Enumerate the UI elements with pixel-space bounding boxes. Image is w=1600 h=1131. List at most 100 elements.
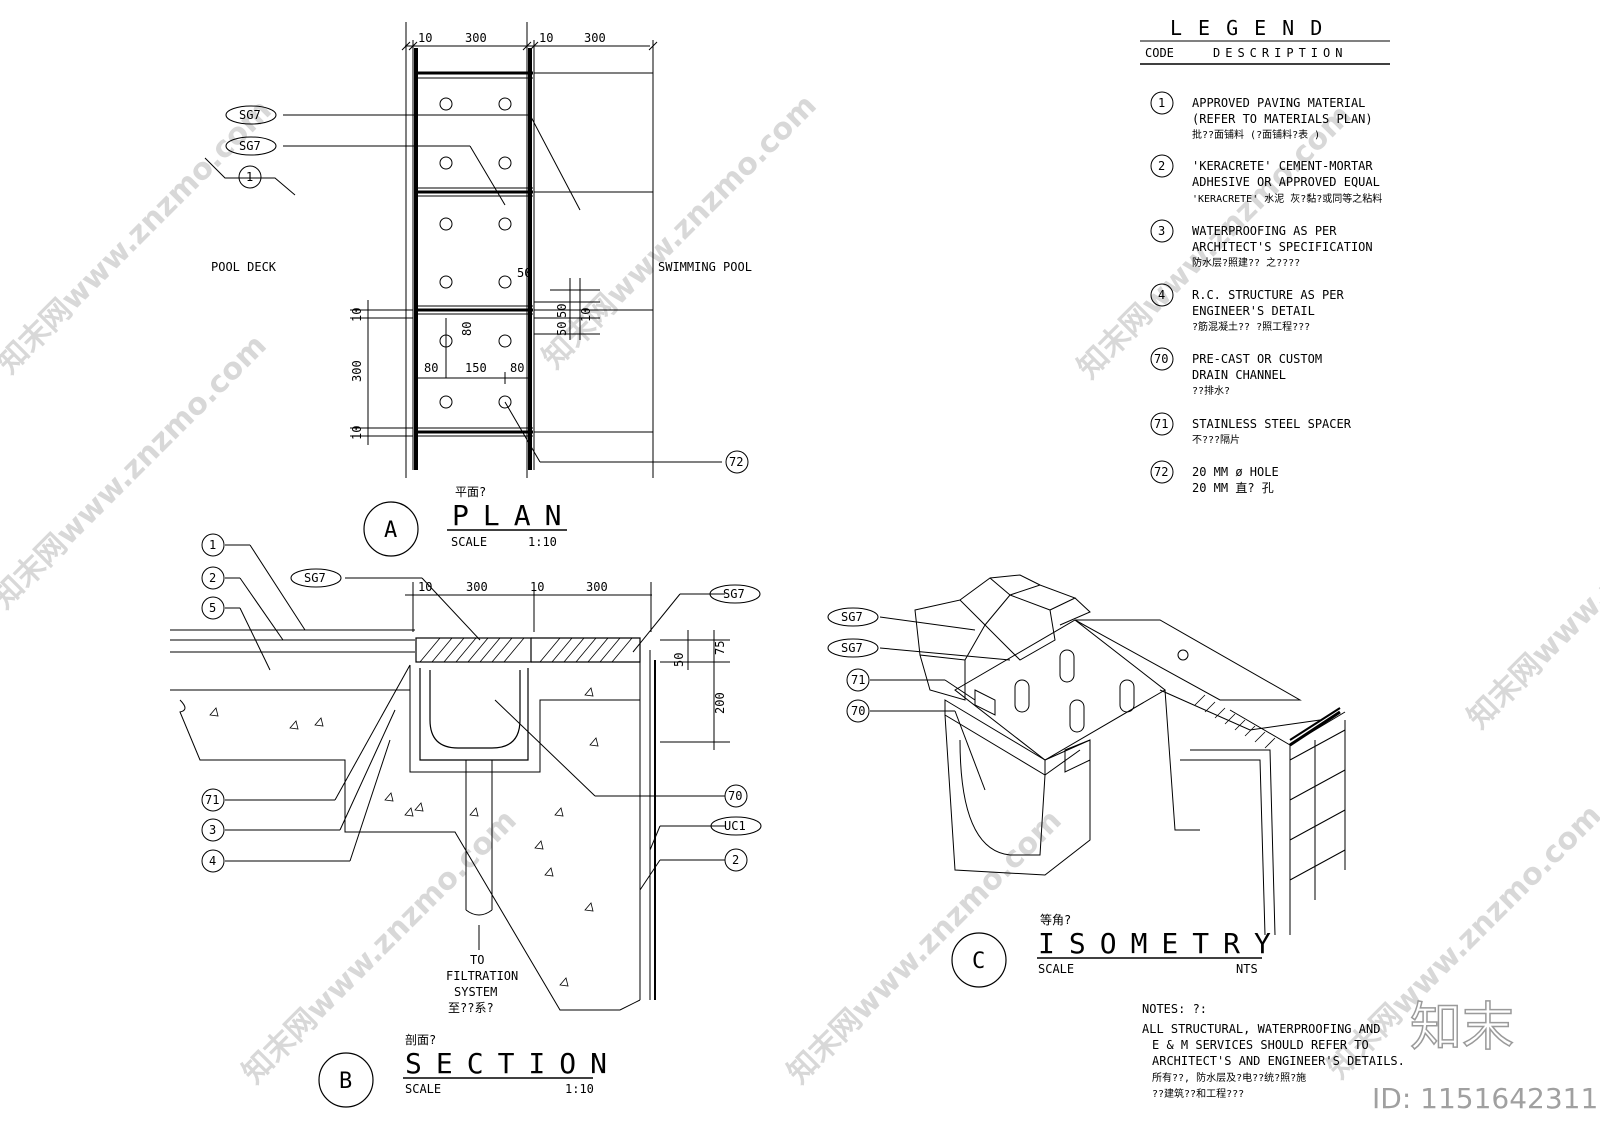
tag-sg7: SG7	[304, 571, 326, 585]
legend-line: 防水层?照建?? 之????	[1192, 256, 1300, 269]
legend-line: ??排水?	[1192, 384, 1230, 397]
plan-dim: 300	[350, 360, 364, 382]
plan-dim: 50	[517, 266, 531, 280]
plan-letter: A	[384, 518, 397, 543]
legend-item: 3 WATERPROOFING AS PER ARCHITECT'S SPECI…	[1150, 219, 1373, 269]
swimming-pool-label: SWIMMING POOL	[658, 260, 752, 274]
notes-line: ALL STRUCTURAL, WATERPROOFING AND	[1142, 1022, 1380, 1036]
isometry-view	[827, 574, 1346, 988]
legend-code: 71	[1154, 417, 1168, 431]
legend-line: DRAIN CHANNEL	[1192, 368, 1286, 382]
watermark-text: 知末网www.znzmo.com	[536, 88, 824, 376]
brand-logo: 知末	[1410, 998, 1514, 1058]
tag-sg7: SG7	[239, 108, 261, 122]
legend-col-desc: DESCRIPTION	[1213, 46, 1347, 60]
watermark-text: 知末网www.znzmo.com	[1461, 448, 1600, 736]
plan-dim: 50	[555, 304, 569, 318]
watermark-text: 知末网www.znzmo.com	[0, 93, 279, 381]
plan-dim: 10	[579, 308, 593, 322]
plan-scale-label: SCALE	[451, 535, 487, 549]
section-letter: B	[339, 1069, 352, 1094]
notes-line: ??建筑??和工程???	[1152, 1087, 1244, 1100]
tag-72: 72	[729, 455, 743, 469]
pool-deck-label: POOL DECK	[211, 260, 277, 274]
tag-sg7: SG7	[841, 641, 863, 655]
watermark-layer: 知末网www.znzmo.com 知末网www.znzmo.com 知末网www…	[0, 88, 1600, 1091]
legend-code: 4	[1158, 288, 1165, 302]
plan-dim: 10	[350, 308, 364, 322]
plan-dim: 10	[539, 31, 553, 45]
tag-2: 2	[732, 853, 739, 867]
plan-scale: 1:10	[528, 535, 557, 549]
legend: LEGEND CODE DESCRIPTION 1 APPROVED PAVIN…	[1140, 16, 1390, 495]
section-title: SECTION	[405, 1047, 621, 1080]
legend-line: PRE-CAST OR CUSTOM	[1192, 352, 1322, 366]
plan-dim: 80	[510, 361, 524, 375]
plan-dim: 50	[555, 322, 569, 336]
legend-item: 2 'KERACRETE' CEMENT-MORTAR ADHESIVE OR …	[1150, 154, 1382, 205]
section-dim: 75	[713, 641, 727, 655]
iso-title: ISOMETRY	[1038, 927, 1285, 960]
legend-code: 72	[1154, 465, 1168, 479]
filtration-label: 至??系?	[448, 1001, 494, 1015]
legend-line: 'KERACRETE' CEMENT-MORTAR	[1192, 159, 1373, 173]
legend-col-code: CODE	[1145, 46, 1174, 60]
watermark-text: 知末网www.znzmo.com	[0, 328, 274, 616]
legend-code: 2	[1158, 159, 1165, 173]
section-scale: 1:10	[565, 1082, 594, 1096]
legend-item: 71 STAINLESS STEEL SPACER 不???隔片	[1150, 412, 1352, 446]
iso-scale-label: SCALE	[1038, 962, 1074, 976]
section-dim: 10	[530, 580, 544, 594]
legend-line: (REFER TO MATERIALS PLAN)	[1192, 112, 1373, 126]
plan-dim: 150	[465, 361, 487, 375]
legend-line: ADHESIVE OR APPROVED EQUAL	[1192, 175, 1380, 189]
iso-letter: C	[972, 949, 985, 974]
tag-sg7: SG7	[841, 610, 863, 624]
legend-line: 20 MM 直? 孔	[1192, 481, 1274, 495]
notes-title: NOTES: ?:	[1142, 1002, 1207, 1016]
section-labels: 10 300 10 300 50 75 200 1 2 5 71 3 4 SG7…	[205, 538, 746, 1096]
tag-71: 71	[851, 673, 865, 687]
section-dim: 50	[672, 653, 686, 667]
isometry-labels: SG7 SG7 71 70 等角? ISOMETRY C SCALE NTS	[841, 610, 1285, 976]
tag-uc1: UC1	[724, 819, 746, 833]
legend-item: 4 R.C. STRUCTURE AS PER ENGINEER'S DETAI…	[1150, 283, 1344, 333]
legend-code: 70	[1154, 352, 1168, 366]
filtration-label: FILTRATION	[446, 969, 518, 983]
legend-line: 'KERACRETE' 水泥 灰?黏?或同等之粘料	[1192, 192, 1382, 205]
legend-line: ENGINEER'S DETAIL	[1192, 304, 1315, 318]
plan-dim: 80	[424, 361, 438, 375]
legend-item: 70 PRE-CAST OR CUSTOM DRAIN CHANNEL ??排水…	[1150, 347, 1322, 397]
legend-line: WATERPROOFING AS PER	[1192, 224, 1337, 238]
legend-line: R.C. STRUCTURE AS PER	[1192, 288, 1344, 302]
legend-title: LEGEND	[1170, 16, 1338, 40]
image-id: ID: 1151642311	[1372, 1082, 1598, 1115]
tag-sg7: SG7	[723, 587, 745, 601]
section-dim: 300	[466, 580, 488, 594]
section-dim: 200	[713, 692, 727, 714]
plan-dim: 80	[460, 322, 474, 336]
notes-line: 所有??, 防水层及?电??统?照?施	[1152, 1071, 1306, 1084]
tag-70: 70	[851, 704, 865, 718]
legend-line: ?筋混凝土?? ?照工程???	[1192, 320, 1310, 333]
plan-view	[204, 22, 749, 557]
section-title-cn: 剖面?	[405, 1033, 436, 1047]
filtration-label: TO	[470, 953, 484, 967]
tag-3: 3	[209, 823, 216, 837]
filtration-label: SYSTEM	[454, 985, 497, 999]
tag-4: 4	[209, 854, 216, 868]
section-concrete-marks	[209, 687, 599, 987]
brand-watermark: 知末 ID: 1151642311	[1372, 997, 1598, 1115]
tag-71: 71	[205, 793, 219, 807]
plan-dim: 300	[465, 31, 487, 45]
legend-item: 1 APPROVED PAVING MATERIAL (REFER TO MAT…	[1150, 91, 1373, 141]
section-view	[170, 533, 762, 1108]
plan-dim: 10	[350, 426, 364, 440]
plan-dim: 300	[584, 31, 606, 45]
iso-title-cn: 等角?	[1040, 913, 1071, 927]
plan-labels: 10 300 10 300 POOL DECK SWIMMING POOL SG…	[211, 31, 752, 549]
tag-1: 1	[246, 170, 253, 184]
section-dim: 300	[586, 580, 608, 594]
notes-line: ARCHITECT'S AND ENGINEER'S DETAILS.	[1152, 1054, 1405, 1068]
